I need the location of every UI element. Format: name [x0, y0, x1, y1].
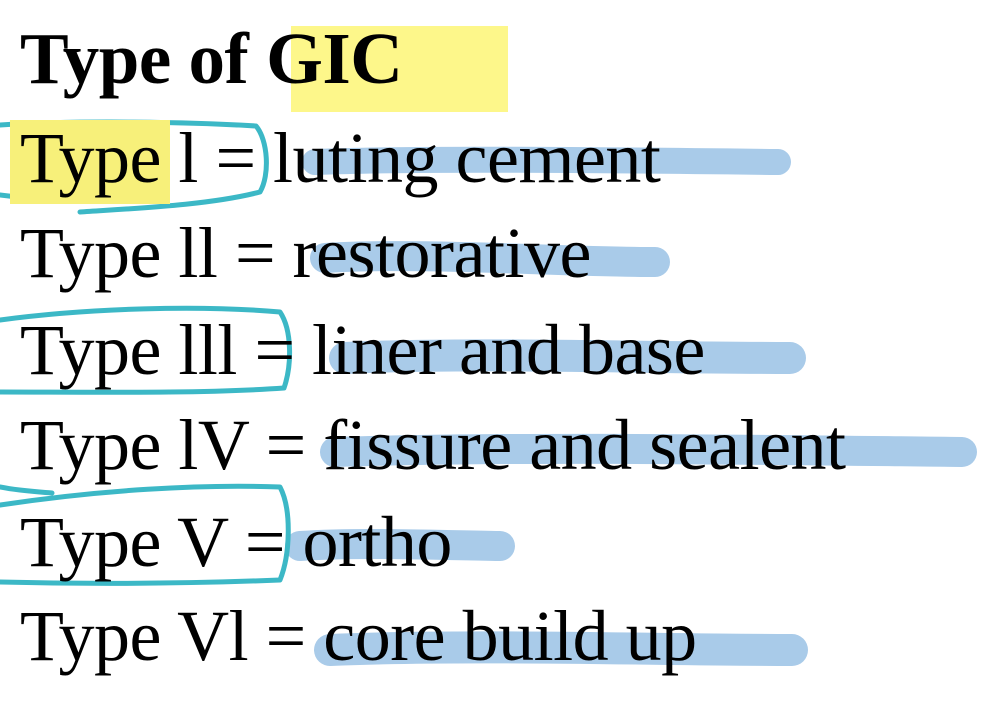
type-number: V — [160, 502, 228, 582]
type-number: ll — [160, 213, 218, 293]
type-number: Vl — [160, 596, 249, 676]
equals-sign: = — [236, 310, 313, 390]
list-item-type-3: Type lll = liner and base — [20, 314, 705, 386]
type-number: lV — [160, 405, 249, 485]
list-item-type-4: Type lV = fissure and sealent — [20, 409, 846, 481]
type-word: Type — [20, 118, 161, 198]
type-number: lll — [160, 310, 237, 390]
list-item-type-5: Type V = ortho — [20, 506, 452, 578]
equals-sign: = — [248, 405, 324, 485]
type-description: ortho — [302, 502, 452, 582]
equals-sign: = — [227, 502, 303, 582]
type-description: liner and base — [312, 310, 705, 390]
page-title: Type of GIC — [20, 22, 403, 95]
type-description: restorative — [292, 213, 592, 293]
type-description: core build up — [323, 596, 697, 676]
type-description: luting cement — [273, 118, 661, 198]
list-item-type-1: Type l = luting cement — [20, 122, 661, 194]
title-prefix: Type of — [20, 18, 267, 99]
type-word: Type — [20, 502, 161, 582]
type-description: fissure and sealent — [323, 405, 846, 485]
title-highlighted-word: GIC — [266, 18, 403, 99]
type-number: l — [160, 118, 198, 198]
list-item-type-2: Type ll = restorative — [20, 217, 591, 289]
type-word: Type — [20, 596, 161, 676]
type-word: Type — [20, 213, 161, 293]
equals-sign: = — [217, 213, 293, 293]
type-word: Type — [20, 405, 161, 485]
type-word: Type — [20, 310, 161, 390]
equals-sign: = — [248, 596, 324, 676]
list-item-type-6: Type Vl = core build up — [20, 600, 697, 672]
equals-sign: = — [197, 118, 274, 198]
